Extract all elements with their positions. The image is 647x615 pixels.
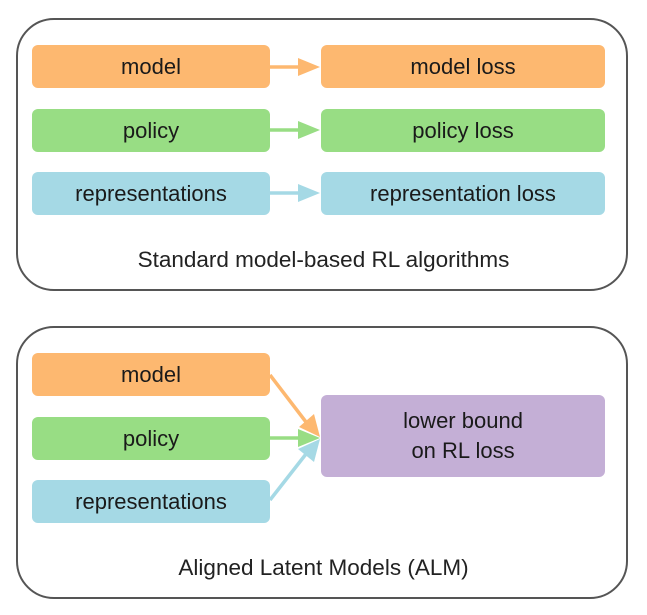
standard-model-box: model: [32, 45, 270, 88]
lower-bound-line1: lower bound: [403, 408, 523, 433]
alm-model-box: model: [32, 353, 270, 396]
model-loss-box: model loss: [321, 45, 605, 88]
standard-representations-box: representations: [32, 172, 270, 215]
standard-policy-box: policy: [32, 109, 270, 152]
alm-representations-box: representations: [32, 480, 270, 523]
representation-loss-box: representation loss: [321, 172, 605, 215]
lower-bound-line2: on RL loss: [411, 438, 515, 463]
policy-loss-box: policy loss: [321, 109, 605, 152]
lower-bound-box: lower bound on RL loss: [321, 395, 605, 477]
alm-policy-box: policy: [32, 417, 270, 460]
alm-caption: Aligned Latent Models (ALM): [178, 555, 469, 580]
standard-caption: Standard model-based RL algorithms: [137, 247, 510, 272]
